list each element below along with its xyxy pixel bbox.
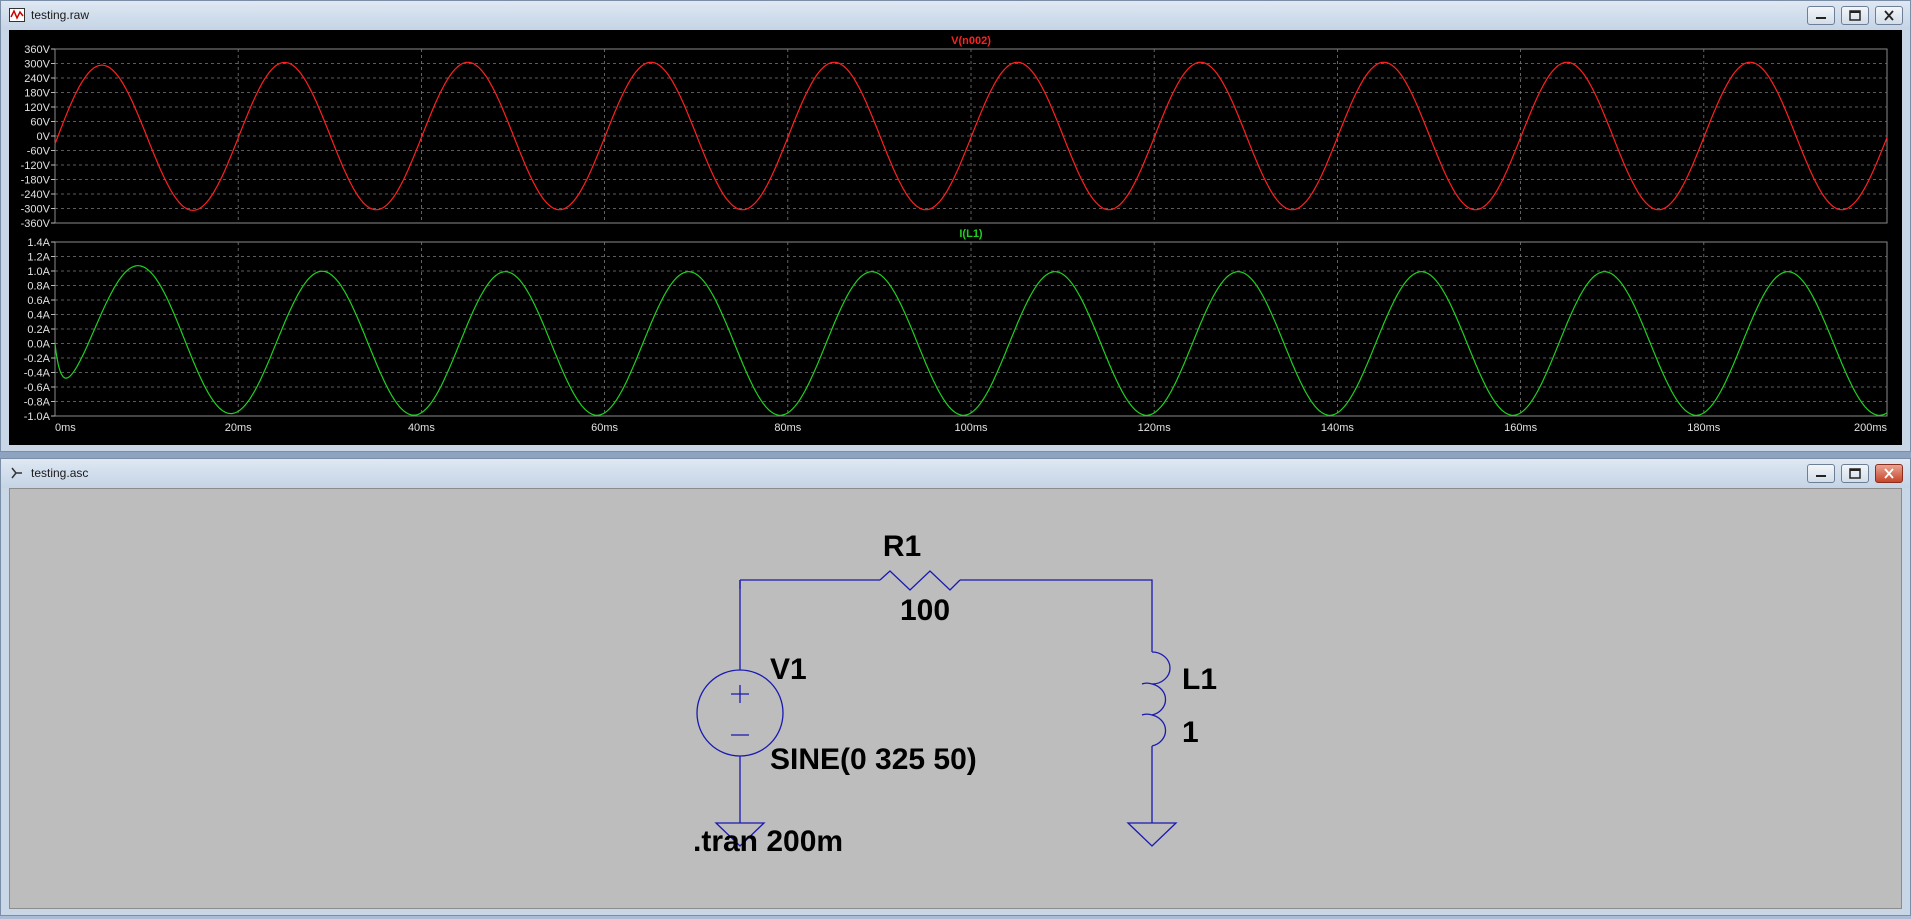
waveform-window[interactable]: testing.raw 360V 300V 240V 180V 120V 60V 0V -60…	[0, 0, 1911, 452]
v1-value[interactable]: SINE(0 325 50)	[770, 743, 977, 776]
y-tick-label: 360V	[24, 44, 50, 56]
inductor-coil-inner	[1141, 682, 1153, 716]
y-tick-label: 1.4A	[27, 237, 50, 249]
restore-button[interactable]	[1841, 6, 1869, 25]
close-icon	[1884, 468, 1894, 479]
trace-label[interactable]: I(L1)	[959, 228, 983, 240]
schematic-icon	[11, 467, 22, 479]
x-tick-label: 20ms	[225, 422, 252, 434]
x-tick-label: 40ms	[408, 422, 435, 434]
schematic-window-title: testing.asc	[31, 466, 89, 480]
l1-label[interactable]: L1	[1182, 663, 1217, 696]
y-tick-label: -0.6A	[24, 382, 51, 394]
y-tick-label: 1.2A	[27, 252, 50, 264]
current-trace[interactable]	[54, 265, 1888, 416]
minimize-button[interactable]	[1807, 464, 1835, 483]
x-tick-label: 0ms	[55, 422, 76, 434]
x-tick-label: 80ms	[774, 422, 801, 434]
y-tick-label: 240V	[24, 73, 50, 85]
wire[interactable]	[739, 579, 880, 589]
restore-button[interactable]	[1841, 464, 1869, 483]
y-tick-label: -0.8A	[24, 397, 51, 409]
r1-label[interactable]: R1	[883, 530, 921, 563]
restore-icon	[1849, 10, 1861, 21]
voltage-trace[interactable]	[54, 61, 1888, 211]
x-tick-label: 60ms	[591, 422, 618, 434]
minimize-icon	[1816, 475, 1826, 477]
waveform-titlebar[interactable]: testing.raw	[1, 1, 1910, 30]
close-button[interactable]	[1875, 6, 1903, 25]
y-tick-label: -120V	[21, 160, 51, 172]
minimize-button[interactable]	[1807, 6, 1835, 25]
y-tick-label: -1.0A	[24, 411, 51, 423]
y-tick-label: -0.2A	[24, 353, 51, 365]
y-tick-label: 0.4A	[27, 310, 50, 322]
waveform-plots[interactable]: 360V 300V 240V 180V 120V 60V 0V -60V -120V -180V -…	[9, 30, 1902, 445]
waveform-window-title: testing.raw	[31, 8, 90, 22]
minimize-icon	[1816, 17, 1826, 19]
y-tick-label: 300V	[24, 59, 50, 71]
x-tick-label: 160ms	[1504, 422, 1538, 434]
r1-value[interactable]: 100	[900, 594, 950, 627]
schematic-titlebar[interactable]: testing.asc	[1, 459, 1910, 488]
ground-icon[interactable]	[714, 822, 766, 847]
inductor-l1[interactable]	[1151, 651, 1171, 747]
ground-icon[interactable]	[1126, 822, 1178, 847]
y-tick-label: 0.0A	[27, 339, 50, 351]
y-tick-label: 120V	[24, 102, 50, 114]
y-tick-label: 1.0A	[27, 266, 50, 278]
y-tick-label: -300V	[21, 204, 51, 216]
close-button[interactable]	[1875, 464, 1903, 483]
plus-icon	[731, 685, 749, 703]
waveform-icon	[9, 8, 25, 22]
y-tick-label: 60V	[30, 117, 50, 129]
x-tick-label: 120ms	[1138, 422, 1172, 434]
window-gap	[0, 452, 1911, 458]
waveform-plot-area[interactable]: 360V 300V 240V 180V 120V 60V 0V -60V -120V -180V -…	[9, 30, 1902, 445]
restore-icon	[1849, 468, 1861, 479]
resistor-r1[interactable]	[879, 570, 961, 591]
x-tick-label: 100ms	[954, 422, 988, 434]
trace-label[interactable]: V(n002)	[951, 35, 991, 47]
tran-directive[interactable]: .tran 200m	[693, 825, 843, 858]
y-tick-label: 0V	[37, 131, 51, 143]
wire[interactable]	[960, 579, 1153, 652]
y-tick-label: -60V	[27, 146, 51, 158]
schematic-drawing[interactable]: R1 100 V1 SINE(0 325 50) L1 1 .tran 200m	[10, 489, 1903, 910]
y-tick-label: -180V	[21, 175, 51, 187]
y-tick-label: 0.6A	[27, 295, 50, 307]
x-tick-label: 140ms	[1321, 422, 1355, 434]
schematic-canvas[interactable]: R1 100 V1 SINE(0 325 50) L1 1 .tran 200m	[9, 488, 1902, 909]
v1-label[interactable]: V1	[770, 653, 807, 686]
l1-value[interactable]: 1	[1182, 716, 1199, 749]
y-tick-label: 0.8A	[27, 281, 50, 293]
close-icon	[1884, 10, 1894, 21]
schematic-window[interactable]: testing.asc	[0, 458, 1911, 916]
y-tick-label: -0.4A	[24, 368, 51, 380]
x-tick-label: 200ms	[1854, 422, 1888, 434]
y-tick-label: 180V	[24, 88, 50, 100]
x-tick-label: 180ms	[1687, 422, 1721, 434]
y-tick-label: 0.2A	[27, 324, 50, 336]
y-tick-label: -240V	[21, 189, 51, 201]
y-tick-label: -360V	[21, 218, 51, 230]
